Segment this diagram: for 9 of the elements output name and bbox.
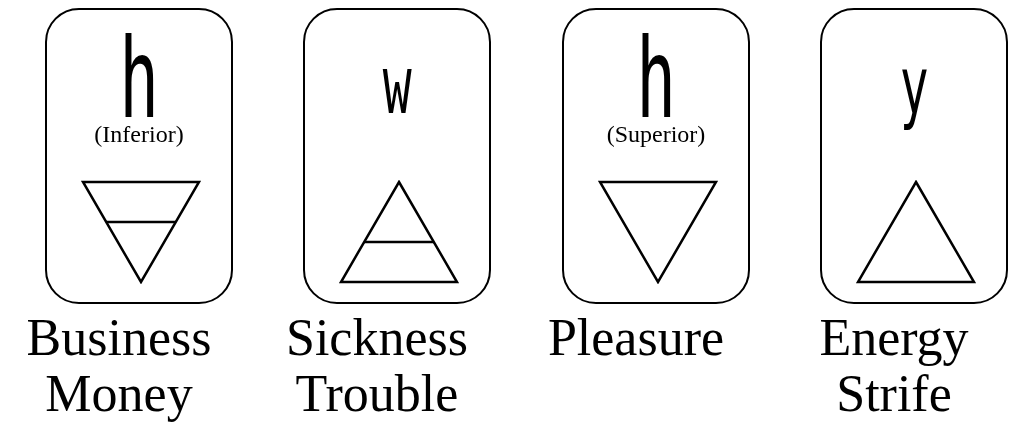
symbol-card [45,8,233,304]
glyph-letter: w [382,46,412,126]
symbol-card [820,8,1008,304]
caption-label: Pleasure [546,310,726,366]
caption-label: Business Money [25,310,213,422]
symbol-card [562,8,750,304]
symbol-card [303,8,491,304]
caption-label: Sickness Trouble [285,310,469,422]
caption-label: Energy Strife [818,310,970,422]
